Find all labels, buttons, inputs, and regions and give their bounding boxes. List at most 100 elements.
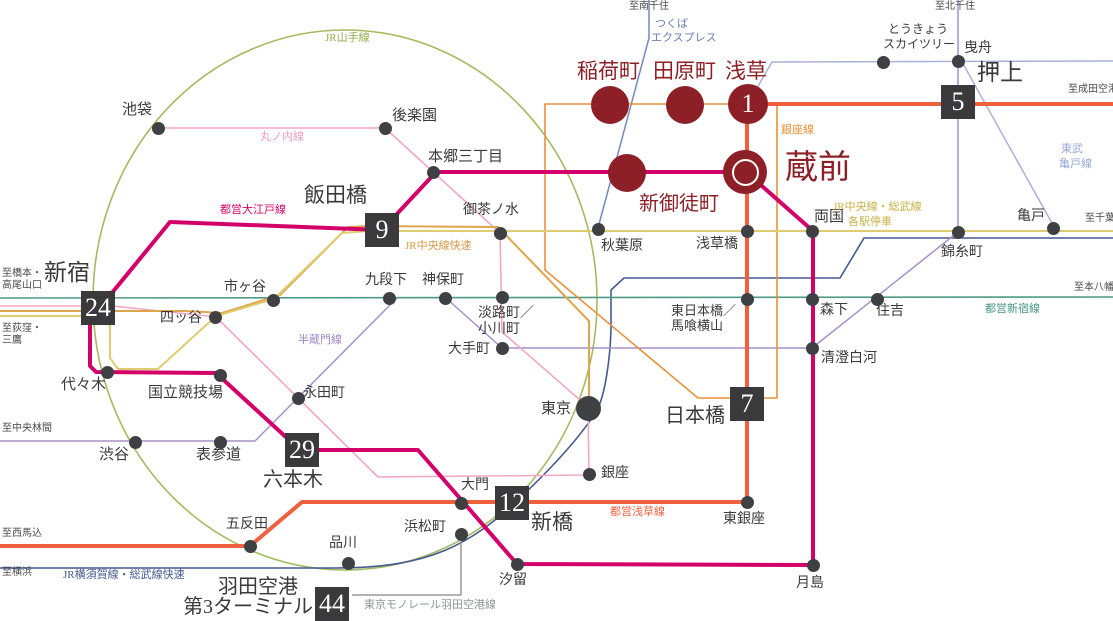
station-ichigaya [266, 293, 280, 307]
badge-shimbashi: 12 [495, 486, 529, 520]
lbl-line-tobu-kameido-1: 東武 [1061, 143, 1083, 155]
lbl-line-tokyo-monorail: 東京モノレール羽田空港線 [364, 599, 496, 611]
badge-nihombashi: 7 [730, 387, 764, 421]
dir-ogikubo-2: 三鷹 [2, 335, 22, 346]
lbl-line-jr-chuo-sobu-2: 各駅停車 [848, 216, 892, 228]
station-kudanshita [382, 291, 396, 305]
lbl-kiyosumi-shirakawa: 清澄白河 [821, 351, 877, 366]
badge-roppongi-minutes: 29 [289, 435, 315, 464]
badge-shinjuku-minutes: 24 [85, 293, 111, 322]
lbl-line-hanzomon: 半蔵門線 [298, 334, 342, 346]
station-kokuritsu-kyogijo [213, 368, 227, 382]
station-kuramae [723, 150, 767, 194]
station-tokyo-skytree [876, 55, 890, 69]
station-korakuen [378, 121, 392, 135]
lbl-bakuro-yokoyama: 馬喰横山 [671, 318, 724, 333]
station-morishita [805, 292, 819, 306]
lbl-kameido: 亀戸 [1017, 209, 1045, 224]
lbl-asakusabashi: 浅草橋 [696, 237, 738, 252]
station-higashi-ginza [740, 495, 754, 509]
station-asakusabashi [740, 224, 754, 238]
line-toei-shinjuku [0, 296, 1113, 299]
lbl-nagatacho: 永田町 [303, 386, 345, 401]
lbl-shimbashi: 新橋 [531, 510, 573, 534]
lbl-asakusa: 浅草 [725, 59, 767, 83]
dir-narita-airport: 至成田空港 [1068, 84, 1113, 95]
lbl-line-ginza: 銀座線 [781, 124, 814, 136]
station-omotesando [213, 435, 227, 449]
station-shibuya [128, 435, 142, 449]
badge-shinjuku: 24 [81, 291, 115, 325]
lbl-ryogoku: 両国 [814, 209, 845, 225]
lbl-iidabashi: 飯田橋 [304, 183, 367, 207]
lbl-hamamatsucho: 浜松町 [404, 520, 446, 535]
lbl-tsukishima: 月島 [796, 576, 824, 591]
lbl-korakuen: 後楽園 [392, 108, 438, 124]
station-ginza [582, 467, 596, 481]
lbl-kudanshita: 九段下 [365, 273, 407, 288]
line-ginza [544, 103, 778, 399]
lbl-morishita: 森下 [820, 303, 848, 318]
station-tawaramachi [666, 86, 704, 124]
lbl-omotesando: 表参道 [196, 447, 242, 463]
station-akihabara [591, 222, 605, 236]
station-kinshicho [951, 225, 965, 239]
line-tobu-skytree-kameido [753, 60, 1113, 226]
station-hongo-sanchome [426, 165, 440, 179]
station-higashi-nihombashi [740, 292, 754, 306]
dir-ogikubo-1: 至荻窪・ [2, 323, 42, 334]
station-ikebukuro [151, 121, 165, 135]
station-daimon [454, 496, 468, 510]
lbl-line-jr-yamanote: JR山手線 [325, 32, 370, 44]
lbl-higashi-nihombashi: 東日本橋／ [671, 303, 737, 318]
dir-kita-senju: 至北千住 [935, 1, 975, 12]
lbl-line-marunouchi: 丸ノ内線 [260, 131, 304, 143]
station-sumiyoshi [870, 292, 884, 306]
station-tokyo [575, 395, 601, 421]
station-jimbocho [438, 291, 452, 305]
station-ochanomizu [493, 226, 507, 240]
lbl-yotsuya: 四ッ谷 [160, 311, 202, 326]
badge-oshiage-minutes: 5 [951, 87, 965, 116]
lbl-haneda-1: 羽田空港 [218, 576, 298, 598]
lbl-nihombashi: 日本橋 [665, 405, 725, 427]
dir-nishi-magome: 至西馬込 [2, 528, 42, 539]
lbl-tokyo-skytree-2: スカイツリー [883, 37, 956, 51]
lbl-shibuya: 渋谷 [99, 447, 130, 463]
station-otemachi [495, 341, 509, 355]
lbl-shiodome: 汐留 [499, 573, 527, 588]
lbl-shin-okachimachi: 新御徒町 [639, 193, 719, 215]
lbl-line-jr-yokosuka: JR横須賀線・総武線快速 [63, 569, 185, 581]
badge-oshiage: 5 [941, 85, 975, 119]
badge-haneda-t3: 44 [315, 587, 349, 621]
lbl-jimbocho: 神保町 [422, 273, 464, 288]
lbl-awajicho: 淡路町／ [478, 306, 534, 321]
lbl-line-toei-asakusa: 都営浅草線 [610, 506, 665, 518]
badge-iidabashi-minutes: 9 [375, 215, 389, 244]
badge-shimbashi-minutes: 12 [499, 488, 525, 517]
lbl-ochanomizu: 御茶ノ水 [463, 203, 519, 218]
station-nagatacho [291, 391, 305, 405]
lbl-line-tsukuba-express-2: エクスプレス [651, 32, 717, 44]
lbl-tokyo-skytree-1: とうきょう [888, 22, 949, 36]
lbl-tawaramachi: 田原町 [653, 59, 716, 83]
lbl-hongo-sanchome: 本郷三丁目 [428, 149, 504, 165]
lbl-ogawamachi: 小川町 [478, 322, 520, 337]
station-asakusa: 1 [728, 84, 768, 124]
dir-yokohama: 至横浜 [2, 567, 32, 578]
station-hamamatsucho [454, 527, 468, 541]
station-shin-okachimachi [608, 154, 646, 192]
lbl-line-toei-oedo: 都営大江戸線 [220, 204, 286, 216]
station-shinagawa [341, 556, 355, 570]
lbl-gotanda: 五反田 [226, 517, 268, 532]
lbl-shinjuku: 新宿 [44, 260, 90, 285]
lbl-shinagawa: 品川 [329, 536, 357, 551]
dir-hashimoto-2: 高尾山口 [2, 280, 42, 291]
station-kiyosumi-shirakawa [805, 341, 819, 355]
station-ryogoku [805, 224, 819, 238]
station-tsukishima [806, 558, 820, 572]
lbl-inaricho: 稲荷町 [577, 59, 640, 83]
badge-haneda-t3-minutes: 44 [319, 589, 345, 618]
dir-hashimoto-1: 至橋本・ [2, 268, 42, 279]
